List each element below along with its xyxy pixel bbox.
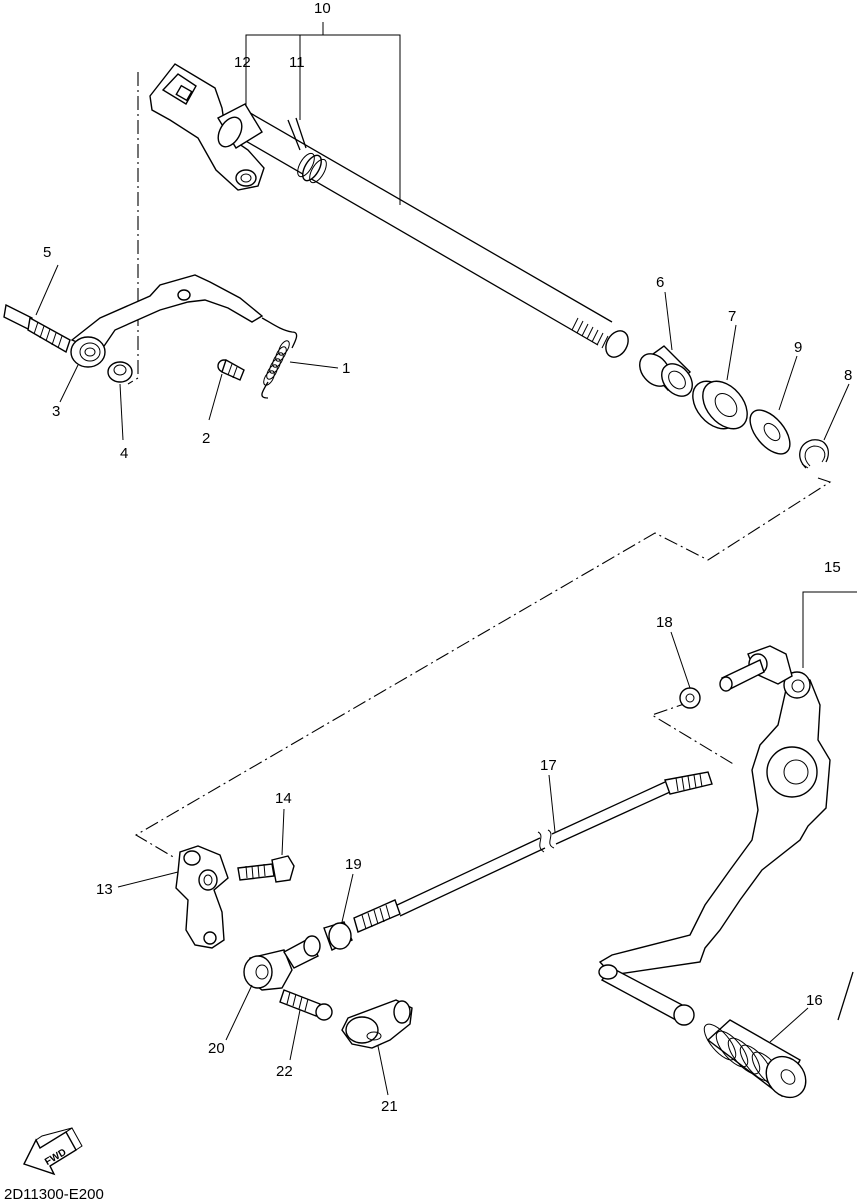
label-part-15: 15: [824, 559, 841, 576]
shift-arm-12: [149, 63, 265, 191]
nut-18: [679, 687, 701, 709]
oil-seal-7: [692, 380, 748, 430]
label-part-22: 22: [276, 1063, 293, 1080]
circlip-8: [799, 439, 829, 469]
label-part-4: 4: [120, 445, 128, 462]
rod-end-20: [243, 935, 321, 991]
bolt-5: [3, 303, 71, 354]
label-part-21: 21: [381, 1098, 398, 1115]
pin-2: [217, 358, 245, 381]
drawing-code: 2D11300-E200: [4, 1186, 104, 1202]
label-part-19: 19: [345, 856, 362, 873]
callout-bracket-10: [245, 22, 401, 205]
label-part-17: 17: [540, 757, 557, 774]
nut-19: [323, 921, 353, 951]
label-part-20: 20: [208, 1040, 225, 1057]
label-part-3: 3: [52, 403, 60, 420]
shift-arm-13: [175, 845, 229, 949]
label-part-12: 12: [234, 54, 251, 71]
label-part-16: 16: [806, 992, 823, 1009]
label-part-13: 13: [96, 881, 113, 898]
shift-shaft: [231, 109, 629, 358]
label-part-1: 1: [342, 360, 350, 377]
collar-6: [639, 345, 693, 397]
label-part-5: 5: [43, 244, 51, 261]
label-part-2: 2: [202, 430, 210, 447]
pedal-rubber-16: [703, 1019, 807, 1099]
label-part-8: 8: [844, 367, 852, 384]
washer-9: [749, 409, 791, 455]
torsion-spring-11: [287, 117, 327, 184]
label-part-18: 18: [656, 614, 673, 631]
callout-bracket-15: [802, 591, 857, 668]
label-part-14: 14: [275, 790, 292, 807]
label-part-10: 10: [314, 0, 331, 17]
assembly-guide-lines: [127, 72, 832, 859]
bolt-14: [237, 855, 295, 883]
label-part-9: 9: [794, 339, 802, 356]
shift-rod-17: [353, 771, 713, 933]
spring-1: [261, 317, 298, 399]
rod-end-cover-21: [341, 999, 413, 1049]
part-number-labels: 10 12 11 5 3 4 2 1 6 7 9 8 15 18 17 14 1…: [43, 0, 852, 1115]
label-part-6: 6: [656, 274, 664, 291]
fwd-arrow-icon: FWD: [23, 1127, 83, 1176]
leader-lines: [35, 264, 850, 1096]
shift-lever-3: [70, 274, 264, 368]
shift-pedal-15: [598, 645, 854, 1026]
label-part-11: 11: [289, 54, 305, 71]
collar-4: [107, 361, 133, 383]
label-part-7: 7: [728, 308, 736, 325]
bolt-22: [279, 989, 333, 1021]
